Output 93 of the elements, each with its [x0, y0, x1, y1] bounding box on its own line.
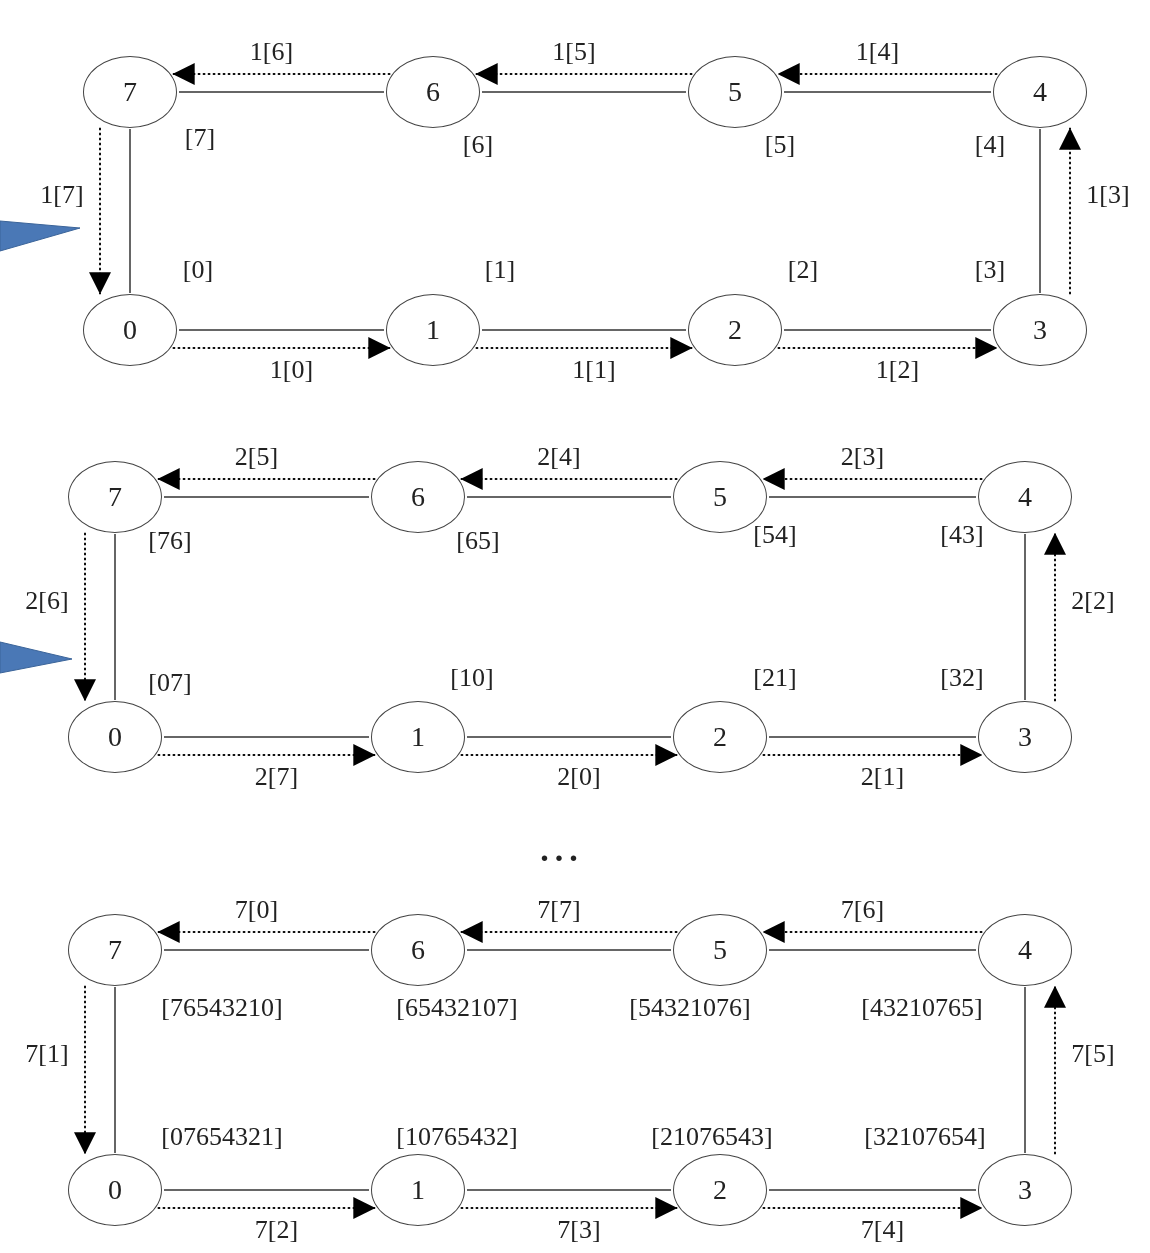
connector-line: [783, 329, 992, 331]
arrow: [474, 337, 694, 359]
connector-line: [163, 736, 370, 738]
callout-pointer: [0, 220, 81, 252]
connector-line: [178, 91, 385, 93]
connector-line: [1039, 128, 1041, 294]
node-ellipse: 4: [978, 914, 1072, 986]
connector-line: [768, 496, 977, 498]
node-ellipse: 6: [386, 56, 480, 128]
node-ellipse: 3: [978, 1154, 1072, 1226]
index-label: [0]: [182, 257, 214, 283]
arrow: [74, 531, 96, 703]
arrow: [761, 468, 984, 490]
connector-line: [466, 736, 672, 738]
index-label: [3]: [974, 257, 1006, 283]
connector-line: [481, 91, 687, 93]
arrow: [459, 921, 679, 943]
node-ellipse: 3: [978, 701, 1072, 773]
arrow: [156, 1197, 377, 1219]
index-label: [07654321]: [161, 1124, 283, 1150]
connector-line: [163, 949, 370, 951]
index-label: [4]: [974, 132, 1006, 158]
node-ellipse: 5: [688, 56, 782, 128]
ellipsis-text: ...: [540, 833, 584, 867]
node-ellipse: 0: [68, 1154, 162, 1226]
arrow: [1044, 984, 1066, 1156]
index-label: [32107654]: [864, 1124, 986, 1150]
arrow: [761, 921, 984, 943]
index-label: [21076543]: [651, 1124, 773, 1150]
connector-line: [163, 1189, 370, 1191]
arrow: [459, 468, 679, 490]
node-ellipse: 7: [68, 914, 162, 986]
index-label: [10]: [450, 665, 494, 691]
connector-line: [481, 329, 687, 331]
connector-line: [783, 91, 992, 93]
arrow: [1044, 531, 1066, 703]
node-ellipse: 2: [673, 1154, 767, 1226]
connector-line: [768, 949, 977, 951]
arrow: [459, 1197, 679, 1219]
index-label: [07]: [148, 670, 192, 696]
node-ellipse: 3: [993, 294, 1087, 366]
connector-line: [129, 128, 131, 294]
connector-line: [466, 496, 672, 498]
index-label: [21]: [753, 665, 797, 691]
index-label: [1]: [484, 257, 516, 283]
arrow: [171, 337, 392, 359]
node-ellipse: 6: [371, 461, 465, 533]
arrow: [474, 63, 694, 85]
node-ellipse: 5: [673, 914, 767, 986]
arrow: [156, 744, 377, 766]
connector-line: [114, 986, 116, 1154]
index-label: [5]: [764, 132, 796, 158]
connector-line: [1024, 986, 1026, 1154]
index-label: [54321076]: [629, 995, 751, 1021]
connector-line: [163, 496, 370, 498]
node-ellipse: 1: [371, 1154, 465, 1226]
index-label: [10765432]: [396, 1124, 518, 1150]
index-label: [43210765]: [861, 995, 983, 1021]
arrow: [74, 984, 96, 1156]
node-ellipse: 0: [83, 294, 177, 366]
index-label: [65432107]: [396, 995, 518, 1021]
connector-line: [466, 1189, 672, 1191]
index-label: [76543210]: [161, 995, 283, 1021]
node-ellipse: 6: [371, 914, 465, 986]
arrow: [171, 63, 392, 85]
callout-pointer: [0, 641, 73, 674]
index-label: [32]: [940, 665, 984, 691]
node-ellipse: 1: [386, 294, 480, 366]
arrow: [761, 744, 984, 766]
arrow: [776, 337, 999, 359]
index-label: [2]: [787, 257, 819, 283]
index-label: [6]: [462, 132, 494, 158]
connector-line: [1024, 533, 1026, 701]
arrow: [156, 468, 377, 490]
arrow: [156, 921, 377, 943]
node-ellipse: 7: [68, 461, 162, 533]
connector-line: [178, 329, 385, 331]
connector-line: [768, 736, 977, 738]
arrow: [89, 126, 111, 296]
node-ellipse: 1: [371, 701, 465, 773]
node-ellipse: 2: [688, 294, 782, 366]
arrow: [761, 1197, 984, 1219]
node-ellipse: 7: [83, 56, 177, 128]
index-label: [7]: [184, 125, 216, 151]
arrow: [776, 63, 999, 85]
arrow: [459, 744, 679, 766]
connector-line: [114, 533, 116, 701]
node-ellipse: 2: [673, 701, 767, 773]
arrow: [1059, 126, 1081, 296]
connector-line: [466, 949, 672, 951]
node-ellipse: 0: [68, 701, 162, 773]
connector-line: [768, 1189, 977, 1191]
node-ellipse: 4: [993, 56, 1087, 128]
